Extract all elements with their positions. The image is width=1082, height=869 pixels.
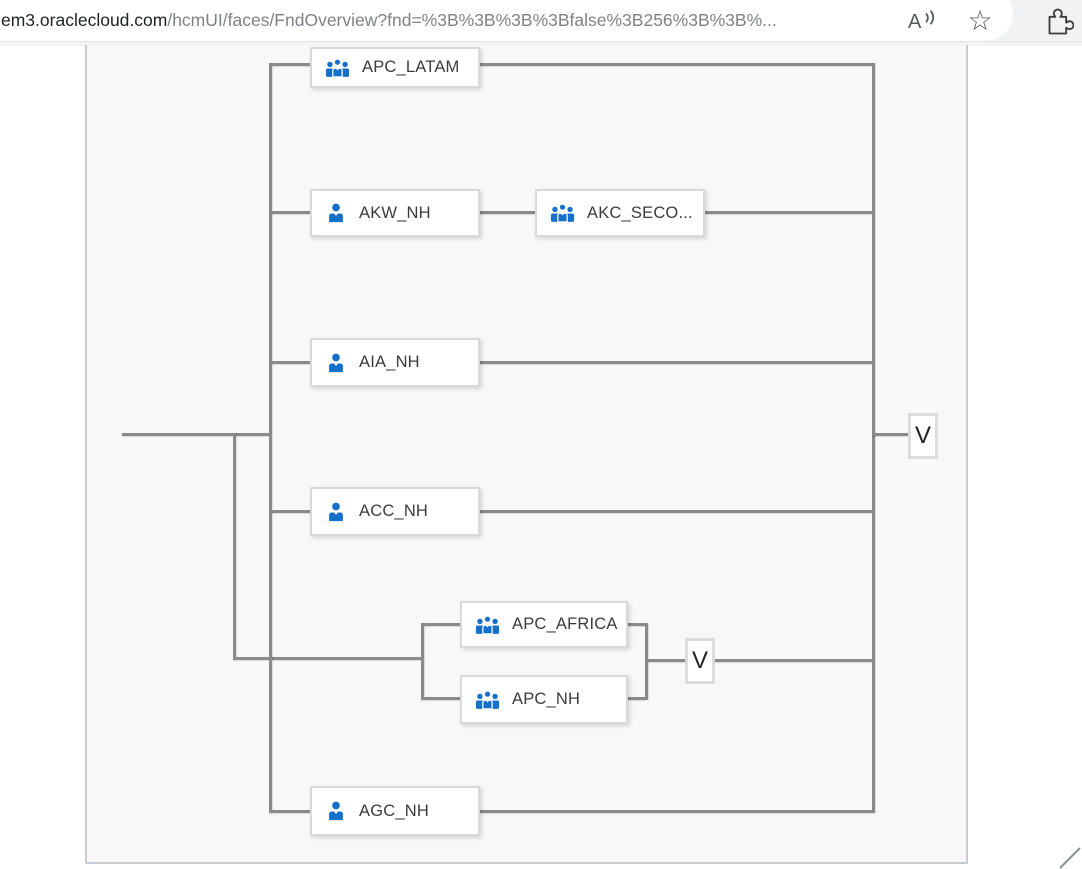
org-node-label: ACC_NH xyxy=(359,502,429,520)
connector-line xyxy=(645,659,686,662)
connector-line xyxy=(478,510,874,513)
people-group-icon xyxy=(550,202,575,224)
expander-glyph: V xyxy=(914,422,931,449)
connector-line xyxy=(421,623,462,626)
svg-text:A: A xyxy=(908,11,922,33)
connector-line xyxy=(478,810,874,813)
connector-line xyxy=(478,211,536,214)
org-node-apc-latam[interactable]: APC_LATAM xyxy=(310,47,480,88)
connector-line xyxy=(627,623,646,626)
read-aloud-button[interactable]: A xyxy=(905,4,939,38)
org-node-label: APC_NH xyxy=(512,690,581,708)
extensions-puzzle-icon xyxy=(1045,6,1074,36)
org-node-akw-nh[interactable]: AKW_NH xyxy=(310,189,480,237)
connector-line xyxy=(269,810,311,813)
url-path: /hcmUI/faces/FndOverview?fnd=%3B%3B%3B%3… xyxy=(167,10,777,30)
connector-line xyxy=(233,433,236,660)
connector-line xyxy=(421,623,424,700)
org-node-label: AKC_SECO... xyxy=(587,203,693,222)
org-node-label: AGC_NH xyxy=(359,801,429,820)
expand-collapse-button[interactable]: V xyxy=(685,638,715,684)
org-node-label: APC_LATAM xyxy=(362,58,460,76)
connector-line xyxy=(269,63,311,66)
org-node-acc-nh[interactable]: ACC_NH xyxy=(310,487,480,536)
connector-line xyxy=(703,211,874,214)
url-host: em3.oraclecloud.com xyxy=(1,10,168,30)
org-node-label: AKW_NH xyxy=(359,203,431,222)
connector-line xyxy=(269,510,311,513)
resize-handle-diagonal xyxy=(1059,847,1081,869)
read-aloud-icon: A xyxy=(907,8,937,34)
org-node-agc-nh[interactable]: AGC_NH xyxy=(310,786,480,836)
connector-line xyxy=(269,63,272,813)
org-node-label: AIA_NH xyxy=(359,353,420,371)
org-node-label: APC_AFRICA xyxy=(512,615,618,633)
org-node-aia-nh[interactable]: AIA_NH xyxy=(310,338,480,387)
person-icon xyxy=(325,800,347,822)
extensions-button[interactable] xyxy=(1042,4,1076,38)
people-group-icon xyxy=(325,57,350,79)
connector-line xyxy=(269,361,311,364)
connector-line xyxy=(627,697,646,700)
expander-glyph: V xyxy=(691,647,708,674)
people-group-icon xyxy=(475,614,500,636)
connector-line xyxy=(713,659,874,662)
person-icon xyxy=(325,202,347,224)
connector-line xyxy=(478,361,874,364)
favorites-button[interactable]: ☆ xyxy=(963,4,997,38)
people-group-icon xyxy=(475,689,500,711)
org-node-apc-nh[interactable]: APC_NH xyxy=(460,675,628,724)
browser-toolbar: em3.oraclecloud.com/hcmUI/faces/FndOverv… xyxy=(0,0,1082,41)
org-node-akc-seco[interactable]: AKC_SECO... xyxy=(535,189,705,237)
toolbar-separator xyxy=(0,41,1082,46)
connector-line xyxy=(233,657,424,660)
org-chart-canvas xyxy=(85,45,968,864)
address-bar[interactable] xyxy=(0,0,1013,41)
favorites-star-icon: ☆ xyxy=(967,5,993,36)
connector-line xyxy=(872,433,909,436)
url-text[interactable]: em3.oraclecloud.com/hcmUI/faces/FndOverv… xyxy=(1,0,777,41)
expand-collapse-button[interactable]: V xyxy=(908,413,938,459)
org-node-apc-africa[interactable]: APC_AFRICA xyxy=(460,601,628,648)
person-icon xyxy=(325,501,347,523)
person-icon xyxy=(325,352,347,374)
connector-line xyxy=(421,697,462,700)
connector-line xyxy=(478,63,874,66)
connector-line xyxy=(269,211,311,214)
connector-line xyxy=(872,63,875,813)
connector-line xyxy=(122,433,271,436)
